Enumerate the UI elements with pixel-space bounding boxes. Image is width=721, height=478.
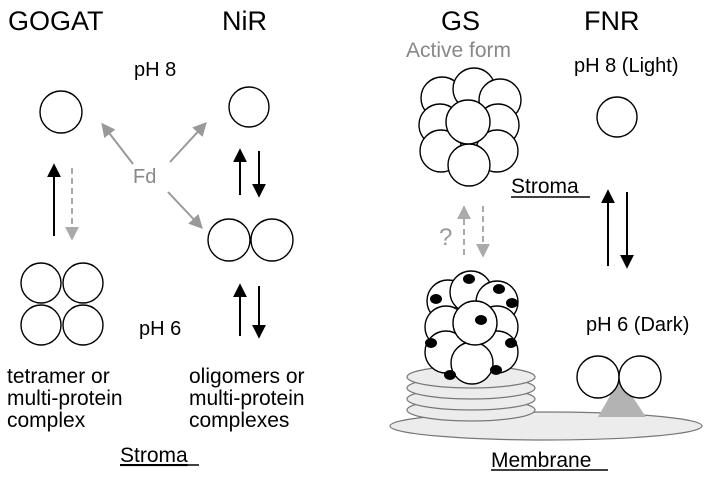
gogat-desc-line2: multi-protein bbox=[7, 387, 123, 410]
ph8-light-label: pH 8 (Light) bbox=[574, 55, 679, 77]
gogat-desc-line3: complex bbox=[7, 409, 86, 432]
fnr-dimer-right bbox=[618, 355, 662, 399]
gs-active-form-cluster bbox=[418, 67, 522, 187]
stroma-label-right: Stroma bbox=[511, 175, 579, 198]
fd-label: Fd bbox=[133, 166, 156, 188]
fnr-monomer bbox=[596, 96, 638, 138]
ph8-label: pH 8 bbox=[134, 59, 176, 81]
nir-monomer bbox=[228, 86, 270, 128]
fd-arrow-to-gogat bbox=[101, 122, 134, 165]
nir-desc-line1: oligomers or bbox=[189, 365, 305, 388]
gs-membrane-bound-cluster bbox=[424, 270, 519, 385]
gogat-desc-line1: tetramer or bbox=[7, 365, 110, 388]
ph6-label: pH 6 bbox=[139, 318, 181, 340]
nir-desc-line2: multi-protein bbox=[189, 387, 305, 410]
fd-arrow-to-nir-monomer bbox=[169, 121, 207, 163]
gs-header: GS bbox=[441, 6, 480, 36]
nir-header: NiR bbox=[222, 6, 267, 36]
fnr-header: FNR bbox=[584, 6, 640, 36]
fnr-dimer-left bbox=[576, 355, 620, 399]
fd-arrow-to-nir-dimer bbox=[167, 191, 203, 230]
gogat-tetramer-tl bbox=[20, 262, 62, 304]
membrane-stack bbox=[389, 365, 703, 441]
gogat-header: GOGAT bbox=[8, 6, 104, 36]
nir-dimer-left bbox=[207, 218, 251, 262]
gogat-tetramer-br bbox=[62, 304, 104, 346]
ph6-dark-label: pH 6 (Dark) bbox=[586, 314, 689, 336]
nir-desc-line3: complexes bbox=[189, 409, 289, 432]
membrane-label: Membrane bbox=[491, 449, 591, 472]
nir-dimer-right bbox=[250, 218, 294, 262]
gogat-monomer bbox=[39, 90, 83, 134]
fnr-membrane-anchor bbox=[598, 378, 646, 417]
question-mark: ? bbox=[439, 224, 452, 251]
active-form-label: Active form bbox=[406, 39, 511, 62]
gogat-tetramer-tr bbox=[62, 262, 104, 304]
stroma-label-left: Stroma bbox=[120, 444, 188, 467]
gogat-tetramer-bl bbox=[20, 304, 62, 346]
